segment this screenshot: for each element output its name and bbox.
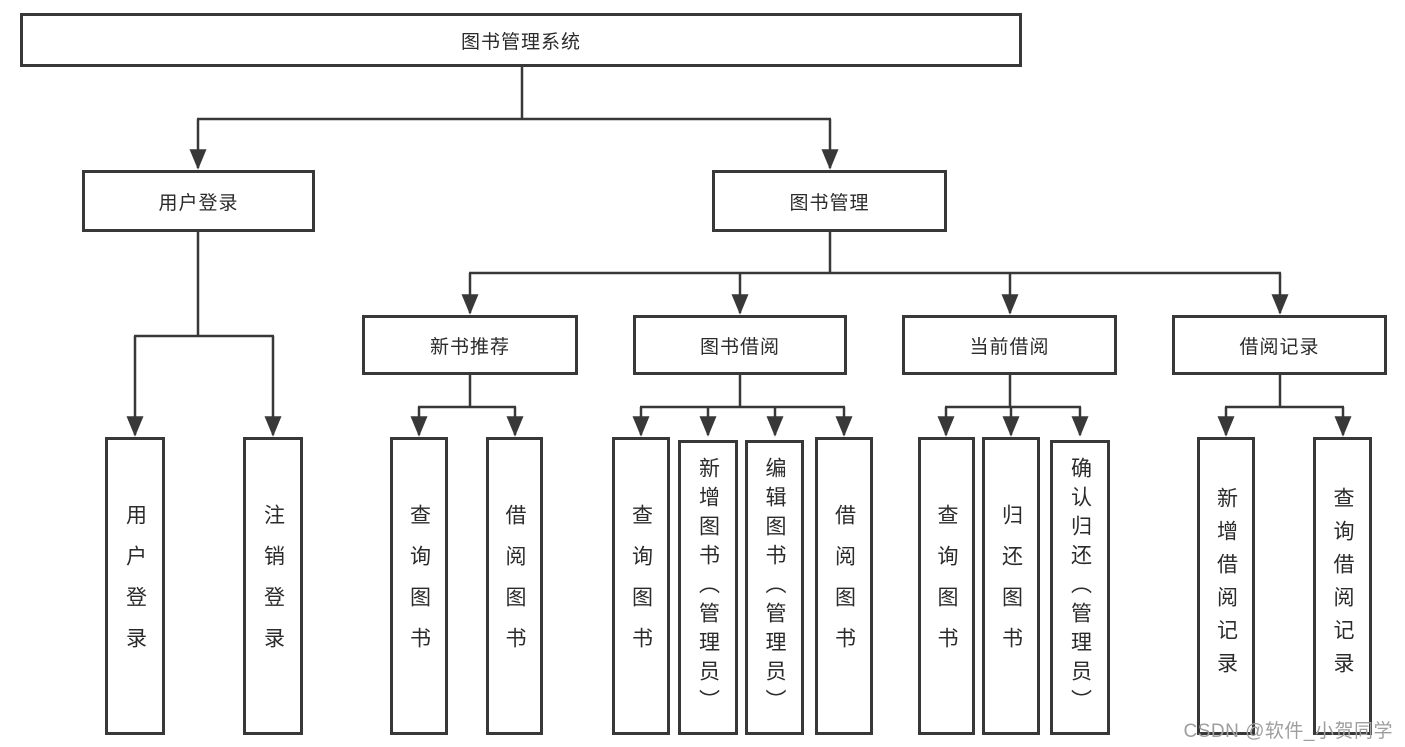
- leaf-return-book: 归还图书: [982, 437, 1040, 735]
- node-label: 查询图书: [407, 504, 431, 668]
- node-new-book-recommend: 新书推荐: [362, 315, 578, 375]
- node-label: 注销登录: [261, 504, 285, 668]
- leaf-add-borrow-record: 新增借阅记录: [1197, 437, 1255, 735]
- leaf-query-books-recommend: 查询图书: [390, 437, 448, 735]
- leaf-edit-book-admin: 编辑图书（管理员）: [745, 440, 804, 735]
- node-label: 确认归还（管理员）: [1068, 457, 1092, 718]
- node-label: 用户登录: [158, 192, 239, 214]
- leaf-query-books-borrowing: 查询图书: [612, 437, 670, 735]
- node-label: 用户登录: [123, 504, 147, 668]
- node-label: 新书推荐: [429, 336, 510, 358]
- leaf-logout: 注销登录: [243, 437, 303, 735]
- leaf-user-login: 用户登录: [105, 437, 165, 735]
- node-label: 查询图书: [629, 504, 653, 668]
- node-label: 查询图书: [935, 504, 958, 668]
- node-label: 借阅图书: [503, 504, 526, 668]
- node-book-management: 图书管理: [712, 170, 947, 232]
- leaf-confirm-return-admin: 确认归还（管理员）: [1050, 440, 1110, 735]
- node-book-borrowing: 图书借阅: [633, 315, 847, 375]
- node-label: 归还图书: [999, 504, 1023, 668]
- node-label: 借阅记录: [1239, 336, 1320, 358]
- node-current-borrowing: 当前借阅: [902, 315, 1117, 375]
- leaf-add-book-admin: 新增图书（管理员）: [678, 440, 738, 735]
- node-user-login-branch: 用户登录: [82, 170, 315, 232]
- node-label: 借阅图书: [832, 504, 856, 668]
- node-label: 图书管理: [789, 192, 870, 214]
- leaf-borrow-books: 借阅图书: [815, 437, 873, 735]
- leaf-borrow-books-recommend: 借阅图书: [486, 437, 543, 735]
- leaf-query-borrow-record: 查询借阅记录: [1313, 437, 1372, 735]
- node-label: 图书借阅: [699, 336, 780, 358]
- node-label: 当前借阅: [969, 336, 1050, 358]
- watermark-text: CSDN @软件_小贺同学: [1183, 721, 1393, 742]
- node-label: 新增借阅记录: [1214, 487, 1238, 685]
- node-borrowing-records: 借阅记录: [1172, 315, 1387, 375]
- node-root-system: 图书管理系统: [20, 13, 1022, 67]
- node-label: 图书管理系统: [460, 31, 581, 53]
- leaf-query-books-current: 查询图书: [918, 437, 975, 735]
- node-label: 新增图书（管理员）: [696, 457, 720, 718]
- node-label: 编辑图书（管理员）: [763, 457, 786, 718]
- node-label: 查询借阅记录: [1331, 487, 1354, 685]
